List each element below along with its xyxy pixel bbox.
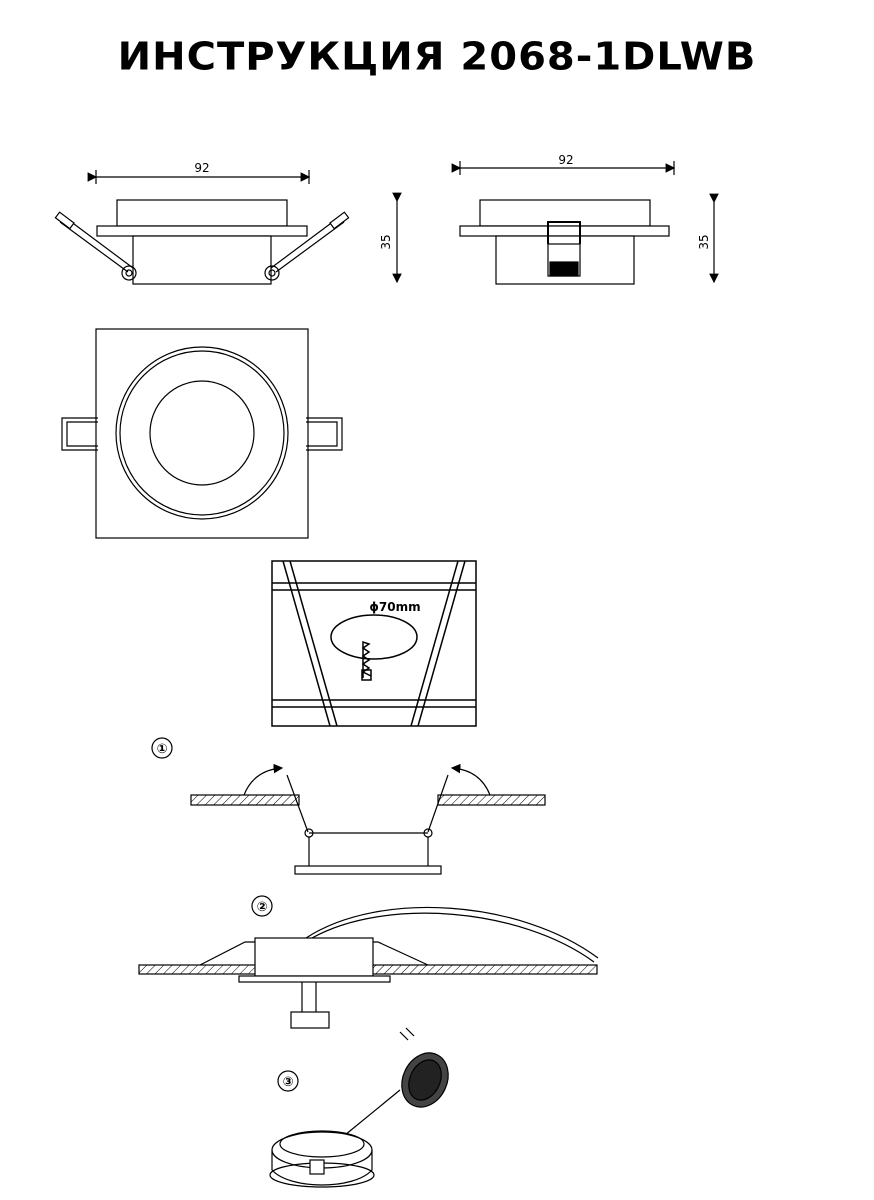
step-2-label: ② <box>256 900 267 915</box>
page-title: ИНСТРУКЦИЯ 2068-1DLWB <box>117 35 757 79</box>
top-view <box>61 328 343 539</box>
dimension-width-2: 92 <box>558 153 573 167</box>
dimension-width-1: 92 <box>194 161 209 175</box>
step-1-label: ① <box>156 742 167 757</box>
cutout-diameter-label: ϕ70mm <box>369 600 420 614</box>
dimension-height-2: 35 <box>697 234 711 249</box>
step-2-diagram <box>138 895 599 1029</box>
side-view-spring-clips <box>54 170 402 285</box>
dimension-height-1: 35 <box>379 234 393 249</box>
step-1-diagram <box>151 737 546 875</box>
step-3-diagram <box>269 1027 449 1188</box>
step-3-label: ③ <box>282 1075 293 1090</box>
ceiling-cutout-diagram <box>271 560 477 727</box>
side-view-connector <box>451 161 719 285</box>
